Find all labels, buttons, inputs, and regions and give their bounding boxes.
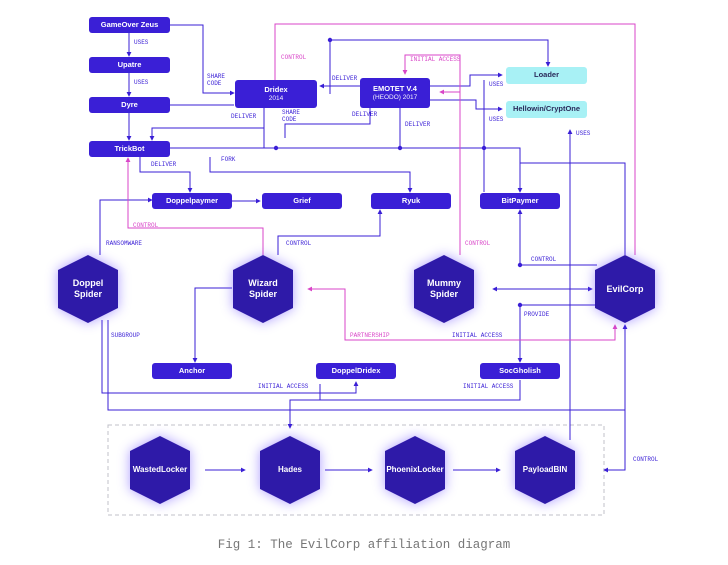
edge-label-uses-loader: USES [489,81,504,88]
edge-label-control-mummy: CONTROL [465,240,491,247]
node-dyre-label: Dyre [121,99,138,109]
actor-doppel-spider: Doppel Spider [58,270,118,308]
edge-label-deliver-2: DELIVER [231,113,257,120]
edge-label-initial-access-top: INITIAL ACCESS [410,56,461,63]
ransomware-payloadbin-label: PayloadBIN [522,465,568,475]
edge-label-uses-1: USES [134,39,149,46]
node-hellowin: Hellowin/CryptOne [506,101,587,118]
ransomware-wastedlocker-label: WastedLocker [132,465,188,475]
node-upatre-label: Upatre [117,59,142,69]
node-dridex: Dridex 2014 [235,80,317,108]
doppel-spider-hex [58,255,118,323]
actor-wizard-spider: Wizard Spider [233,270,293,308]
node-doppeldridex: DoppelDridex [316,363,396,379]
actor-evilcorp: EvilCorp [595,270,655,308]
share-code-1-line2: CODE [207,79,222,87]
node-dridex-label: Dridex [264,84,288,94]
node-anchor: Anchor [152,363,232,379]
node-grief: Grief [262,193,342,209]
ransomware-phoenixlocker: PhoenixLocker [375,451,455,489]
ransomware-wastedlocker: WastedLocker [120,451,200,489]
node-emotet-label: EMOTET V.4 [373,83,417,93]
actor-evilcorp-label: EvilCorp [606,283,644,294]
actor-wizard-spider-line1: Wizard [248,278,278,289]
edge-label-ransomware: RANSOMWARE [106,240,143,247]
node-loader: Loader [506,67,587,84]
edge-label-control-top: CONTROL [281,54,307,61]
phoenixlocker-hex [385,436,445,504]
share-code-1-line1: SHARE [207,73,226,80]
figure-caption: Fig 1: The EvilCorp affiliation diagram [217,538,511,552]
edge-label-provide: PROVIDE [524,311,550,318]
node-bitpaymer: BitPaymer [480,193,560,209]
edge-label-control-bottom: CONTROL [633,456,659,463]
node-emotet: EMOTET V.4 (HEODO) 2017 [360,78,430,108]
node-hellowin-label: Hellowin/CryptOne [512,104,581,114]
node-gameover-zeus-label: GameOver Zeus [100,19,159,29]
node-trickbot: TrickBot [89,141,170,157]
edge-label-deliver-1: DELIVER [332,75,358,82]
node-doppeldridex-label: DoppelDridex [331,365,381,375]
edge-label-initial-access-mid: INITIAL ACCESS [452,332,503,339]
edge-label-subgroup: SUBGROUP [111,332,140,339]
edge-label-uses-2: USES [134,79,149,86]
actor-mummy-spider-line2: Spider [429,289,458,299]
actor-mummy-spider-line1: Mummy [426,278,461,289]
pink-connectors [125,23,636,341]
hexagon-shapes [58,255,655,504]
node-doppelpaymer-label: Doppelpaymer [165,195,219,205]
evilcorp-hex [595,255,655,323]
edge-label-uses-evil: USES [576,130,591,137]
node-ryuk: Ryuk [371,193,451,209]
hades-hex [260,436,320,504]
node-grief-label: Grief [293,195,311,205]
edge-label-partnership: PARTNERSHIP [350,332,390,339]
payloadbin-hex [515,436,575,504]
ransomware-payloadbin: PayloadBIN [505,451,585,489]
node-ryuk-label: Ryuk [401,195,421,205]
node-loader-label: Loader [533,70,559,80]
edge-label-initial-access-right: INITIAL ACCESS [463,383,514,390]
edge-label-control-evil: CONTROL [531,256,557,263]
node-dyre: Dyre [89,97,170,113]
edge-label-control-mid: CONTROL [133,222,159,229]
ransomware-hades: Hades [250,451,330,489]
node-bitpaymer-label: BitPaymer [501,195,539,205]
edge-label-uses-hellowin: USES [489,116,504,123]
edge-label-share-code-1: SHARE CODE [207,73,226,87]
actor-doppel-spider-line1: Doppel [72,278,104,289]
node-dridex-year: 2014 [268,94,284,102]
edge-label-initial-access-left: INITIAL ACCESS [258,383,309,390]
ransomware-phoenixlocker-label: PhoenixLocker [386,465,444,475]
node-trickbot-label: TrickBot [114,143,145,153]
edge-label-deliver-4: DELIVER [405,121,431,128]
edge-label-deliver-3: DELIVER [352,111,378,118]
node-socgholish-label: SocGholish [499,365,541,375]
share-code-2-line1: SHARE [282,109,301,116]
edge-label-control-wizard: CONTROL [286,240,312,247]
node-upatre: Upatre [89,57,170,73]
node-gameover-zeus: GameOver Zeus [89,17,170,33]
wastedlocker-hex [130,436,190,504]
actor-wizard-spider-line2: Spider [248,289,277,299]
actor-mummy-spider: Mummy Spider [414,270,474,308]
actor-doppel-spider-line2: Spider [73,289,102,299]
node-emotet-sub: (HEODO) 2017 [372,93,418,101]
ransomware-hades-label: Hades [277,465,302,475]
wizard-spider-hex [233,255,293,323]
mummy-spider-hex [414,255,474,323]
edge-label-share-code-2: SHARE CODE [282,109,301,123]
node-socgholish: SocGholish [480,363,560,379]
junction-dots [273,37,523,308]
node-doppelpaymer: Doppelpaymer [152,193,232,209]
share-code-2-line2: CODE [282,115,297,123]
edge-label-fork: FORK [221,156,236,163]
edge-label-deliver-5: DELIVER [151,161,177,168]
node-anchor-label: Anchor [178,365,206,375]
